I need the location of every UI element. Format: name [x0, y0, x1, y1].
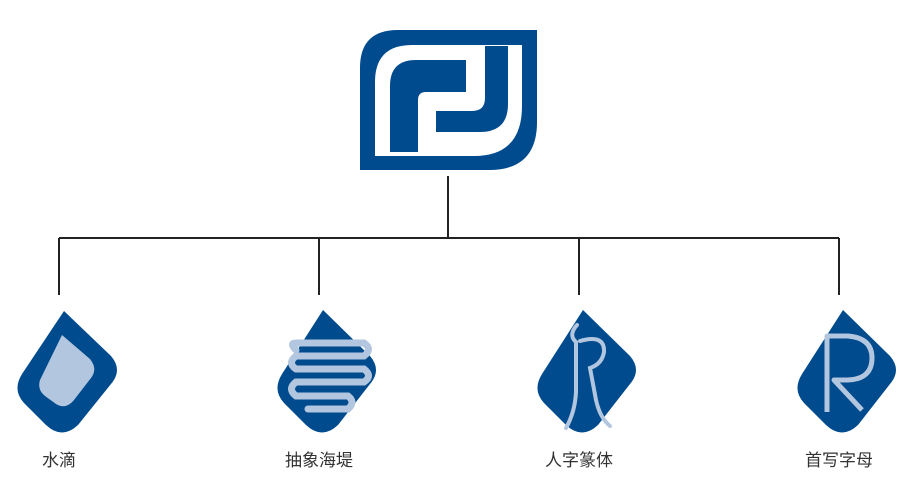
child-label-seal-script-ren: 人字篆体 — [545, 451, 613, 471]
seal-script-ren-icon — [537, 310, 636, 433]
rj-monogram-logo-icon — [360, 30, 537, 170]
seal-ren-tile — [537, 310, 636, 433]
tree-connectors — [58, 176, 840, 295]
child-label-initial-letter: 首写字母 — [805, 451, 873, 471]
root-logo-j-stroke — [436, 46, 508, 132]
root-logo-r-stroke — [390, 60, 466, 152]
letter-r-tile — [797, 310, 896, 433]
child-label-abstract-seawall: 抽象海堤 — [285, 451, 353, 471]
seal-ren-stroke-left — [564, 323, 579, 430]
abstract-seawall-icon — [277, 310, 376, 433]
seawall-wave — [288, 339, 372, 413]
initial-letter-r-icon — [797, 310, 896, 433]
letter-r-glyph — [824, 333, 875, 412]
water-drop-icon — [17, 311, 117, 433]
child-label-water-drop: 水滴 — [42, 451, 76, 471]
water-drop-inner — [39, 335, 95, 407]
seal-ren-stroke-right — [578, 337, 612, 428]
